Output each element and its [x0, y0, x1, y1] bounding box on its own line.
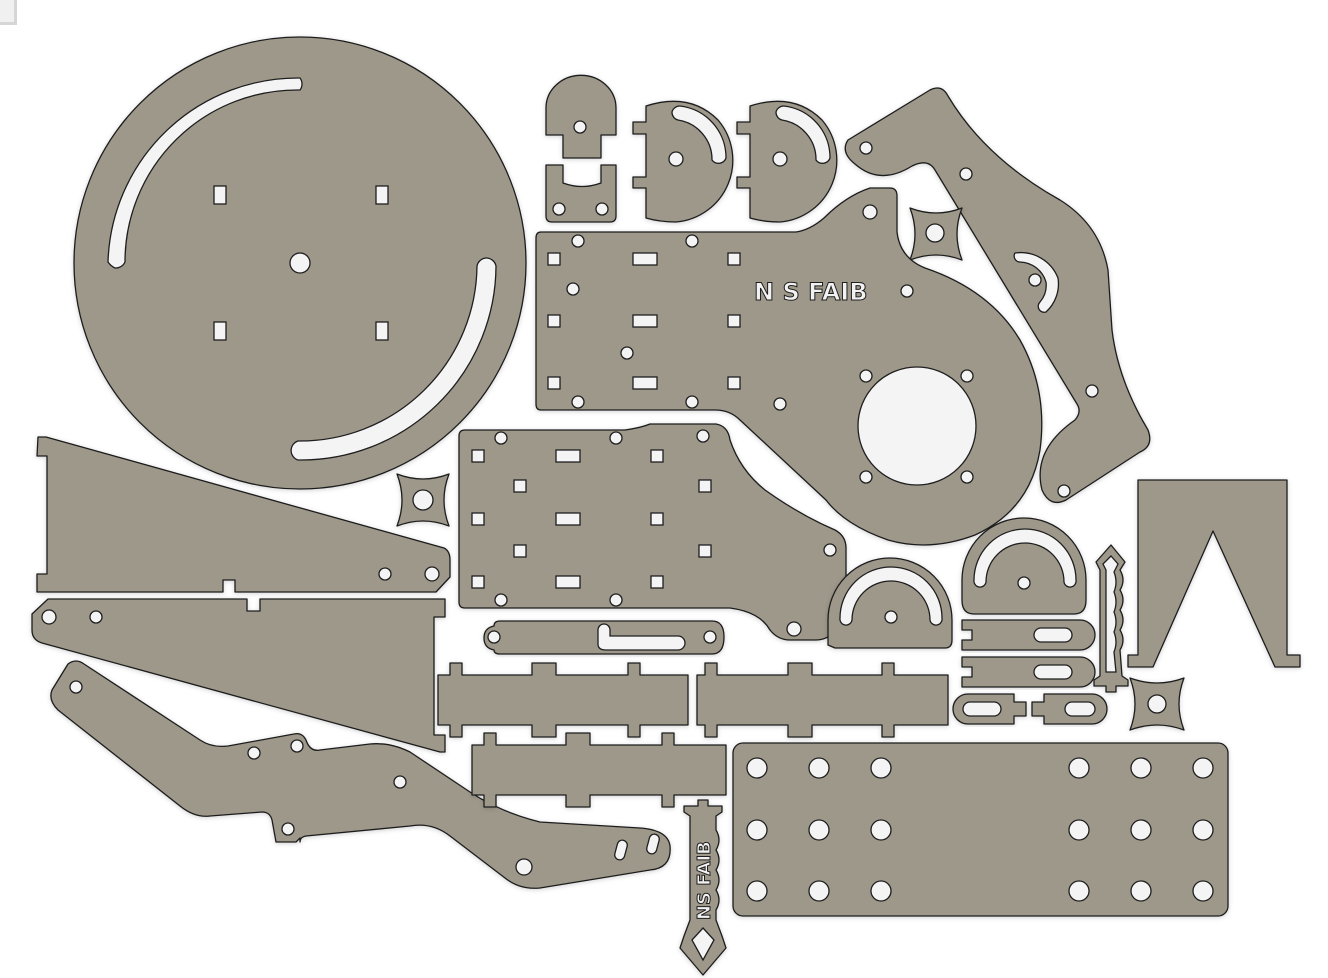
- part-small-link-3[interactable]: [952, 693, 1027, 725]
- engraving-handle-ns-fab: NS FAIB: [694, 841, 715, 920]
- part-cap-top[interactable]: [545, 74, 617, 159]
- engraving-ns-fab: N S FAIB: [754, 278, 868, 306]
- part-star-1[interactable]: [909, 207, 963, 261]
- part-sword-small[interactable]: [1093, 544, 1129, 693]
- part-wedge-top[interactable]: [36, 436, 451, 593]
- part-small-link-4[interactable]: [1031, 693, 1108, 725]
- part-a-frame[interactable]: [1127, 479, 1301, 668]
- part-wedge-bottom[interactable]: [31, 598, 446, 753]
- part-perforated-plate[interactable]: [732, 742, 1229, 917]
- part-half-moon-2[interactable]: [961, 517, 1087, 615]
- part-tab-bar-1[interactable]: [437, 662, 689, 738]
- part-star-3[interactable]: [1129, 677, 1185, 731]
- part-small-link-2[interactable]: [961, 656, 1096, 688]
- part-base-disc[interactable]: [73, 36, 527, 490]
- part-tab-bar-2[interactable]: [696, 662, 949, 738]
- part-bent-arm[interactable]: [50, 660, 671, 889]
- part-small-link-1[interactable]: [961, 619, 1096, 651]
- part-upper-plate[interactable]: [458, 423, 847, 641]
- part-d-plate-1[interactable]: [632, 100, 734, 223]
- window-corner-tab: [0, 0, 17, 25]
- part-d-plate-2[interactable]: [736, 100, 838, 223]
- part-tab-bar-3[interactable]: [471, 732, 727, 808]
- part-sword-handle[interactable]: NS FAIB: [679, 799, 727, 976]
- part-arm-link-right[interactable]: [844, 87, 1151, 504]
- part-main-plate[interactable]: N S FAIB: [535, 187, 1043, 546]
- part-star-2[interactable]: [396, 473, 450, 527]
- part-half-moon-1[interactable]: [827, 557, 953, 649]
- part-slot-link[interactable]: [483, 620, 725, 655]
- part-cap-bottom[interactable]: [545, 164, 617, 223]
